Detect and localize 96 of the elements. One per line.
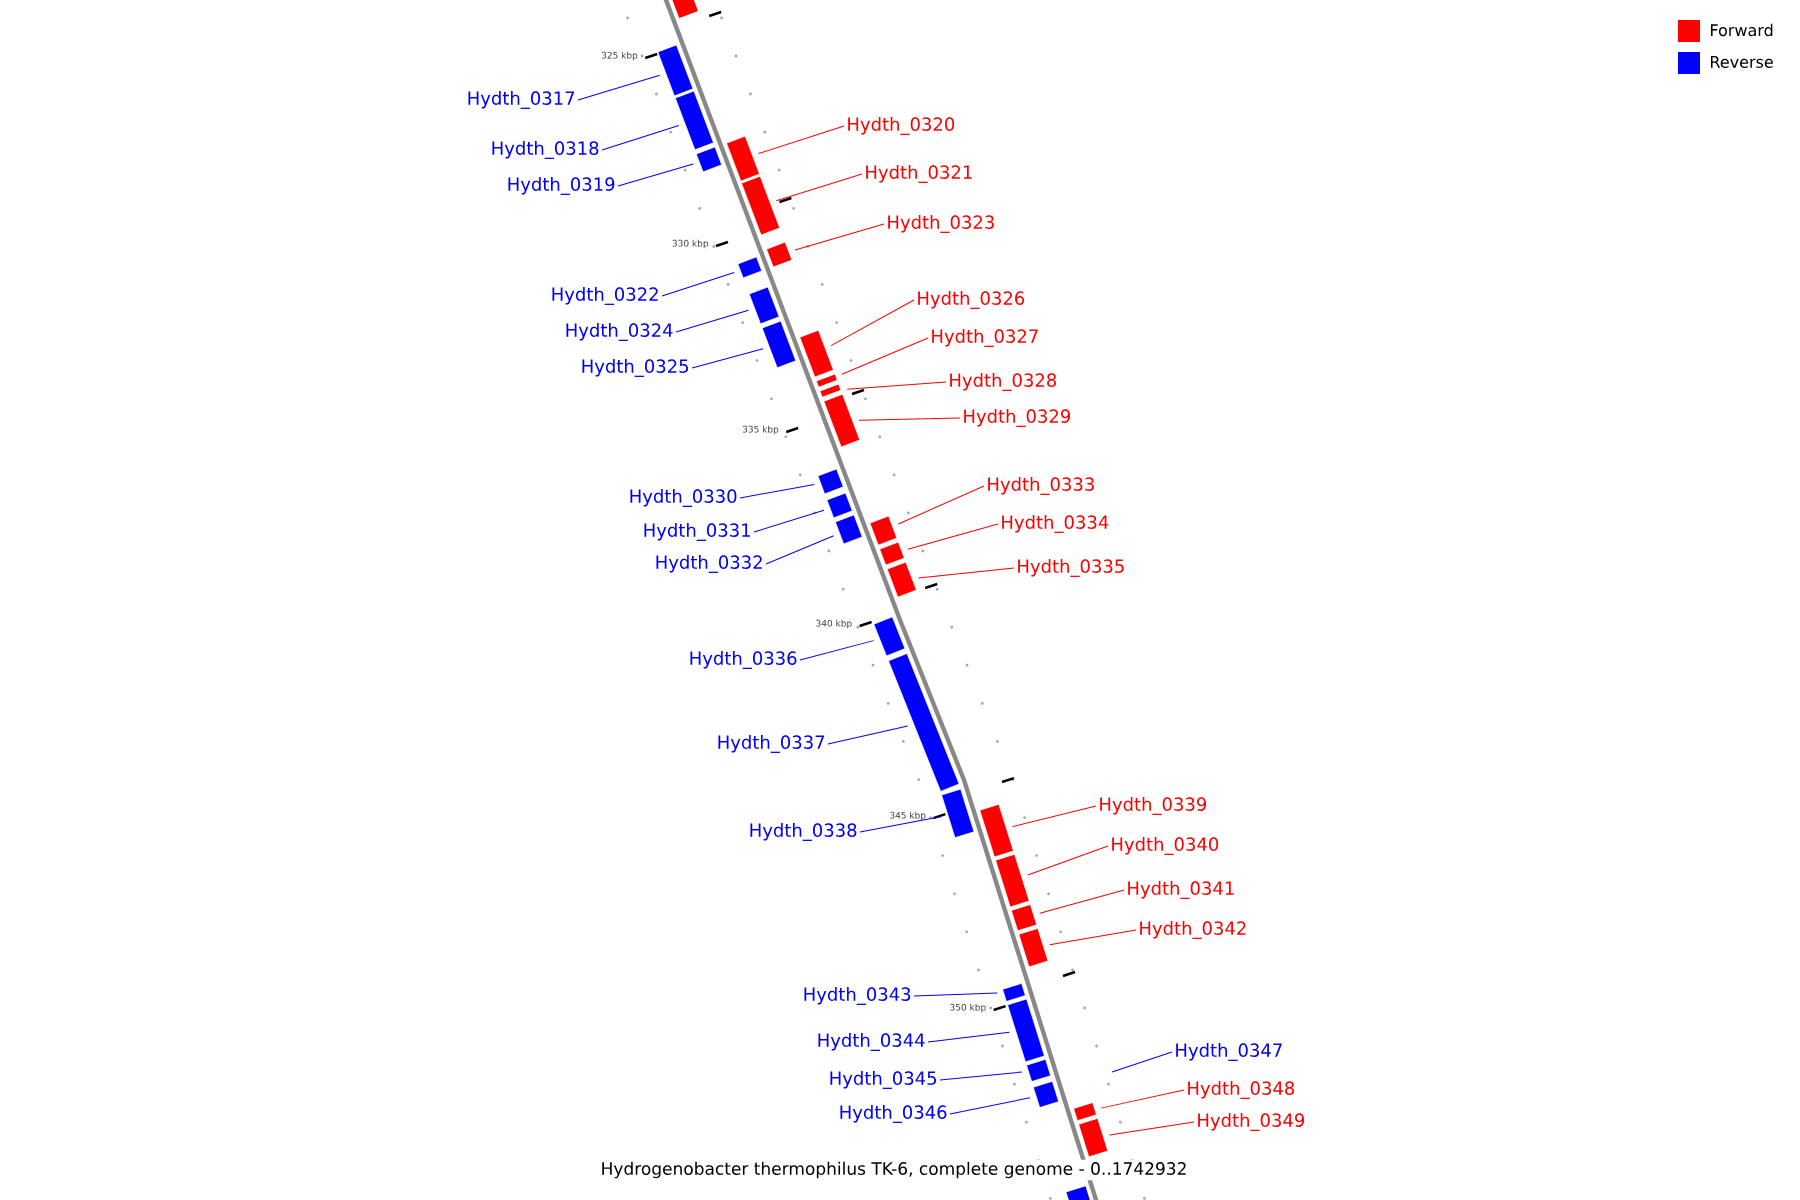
gene-label: Hydth_0323 bbox=[888, 215, 994, 233]
gene-label: Hydth_0348 bbox=[1188, 1081, 1295, 1099]
gene-label: Hydth_0347 bbox=[1176, 1043, 1282, 1061]
gene-block bbox=[726, 135, 760, 182]
gene-block bbox=[817, 468, 844, 495]
gene-block bbox=[879, 541, 905, 566]
gene-block bbox=[741, 175, 781, 236]
gene-block bbox=[1018, 927, 1049, 968]
leader-line bbox=[691, 348, 764, 369]
leader-line bbox=[846, 381, 947, 390]
gene-block bbox=[888, 653, 960, 792]
gene-block bbox=[819, 383, 842, 398]
leader-line bbox=[675, 309, 749, 333]
gene-label: Hydth_0331 bbox=[644, 523, 750, 541]
gene-block bbox=[834, 514, 863, 545]
gene-label: Hydth_0340 bbox=[1112, 837, 1219, 855]
gene-block bbox=[748, 286, 780, 325]
gene-label: Hydth_0338 bbox=[750, 823, 857, 841]
leader-line bbox=[927, 1031, 1011, 1043]
gene-label: Hydth_0318 bbox=[492, 141, 599, 159]
gene-label: Hydth_0345 bbox=[830, 1071, 937, 1089]
leader-line bbox=[577, 74, 661, 101]
leader-line bbox=[897, 485, 985, 525]
leader-line bbox=[949, 1097, 1031, 1115]
gene-block bbox=[695, 146, 723, 173]
gene-label: Hydth_0332 bbox=[656, 555, 762, 573]
leader-line bbox=[859, 816, 943, 833]
gene-label: Hydth_0334 bbox=[1002, 515, 1109, 533]
gene-block bbox=[1032, 1080, 1060, 1108]
leader-line bbox=[1111, 1051, 1173, 1073]
gene-block bbox=[979, 803, 1014, 858]
gene-label: Hydth_0330 bbox=[630, 489, 737, 507]
gene-label: Hydth_0321 bbox=[866, 165, 972, 183]
leader-line bbox=[1012, 805, 1097, 828]
leader-line bbox=[918, 567, 1015, 579]
gene-label: Hydth_0325 bbox=[582, 359, 689, 377]
leader-line bbox=[753, 509, 825, 533]
gene-block bbox=[737, 256, 763, 279]
gene-label: Hydth_0324 bbox=[566, 323, 673, 341]
leader-line bbox=[1039, 889, 1125, 914]
leader-line bbox=[1109, 1121, 1195, 1136]
leader-line bbox=[1100, 1089, 1185, 1109]
leader-line bbox=[830, 299, 915, 347]
gene-label: Hydth_0346 bbox=[840, 1105, 947, 1123]
leader-line bbox=[1027, 845, 1109, 876]
gene-label: Hydth_0342 bbox=[1140, 921, 1246, 939]
gene-block bbox=[761, 320, 797, 369]
leader-line bbox=[794, 223, 885, 251]
gene-label: Hydth_0333 bbox=[988, 477, 1094, 495]
gene-block bbox=[1073, 1102, 1097, 1122]
gene-label: Hydth_0319 bbox=[508, 177, 615, 195]
leader-line bbox=[1049, 929, 1137, 946]
gene-block bbox=[873, 616, 906, 657]
gene-block bbox=[766, 241, 793, 268]
gene-label: Hydth_0326 bbox=[918, 291, 1025, 309]
gene-block bbox=[674, 90, 714, 151]
gene-label: Hydth_0328 bbox=[950, 373, 1057, 391]
leader-line bbox=[858, 417, 961, 421]
leader-line bbox=[601, 124, 680, 151]
gene-block bbox=[1026, 1058, 1052, 1082]
leader-line bbox=[661, 272, 735, 297]
leader-line bbox=[913, 992, 998, 997]
leader-line bbox=[827, 725, 909, 745]
leader-line bbox=[758, 125, 845, 155]
gene-block bbox=[1010, 904, 1038, 932]
leader-line bbox=[617, 163, 694, 187]
gene-label: Hydth_0337 bbox=[718, 735, 825, 753]
gene-label: Hydth_0327 bbox=[932, 329, 1038, 347]
legend-label: Forward bbox=[1711, 23, 1773, 37]
leader-line bbox=[939, 1071, 1023, 1081]
gene-label: Hydth_0341 bbox=[1128, 881, 1234, 899]
legend-label: Reverse bbox=[1711, 56, 1773, 68]
gene-label: Hydth_0320 bbox=[848, 117, 955, 135]
gene-label: Hydth_0339 bbox=[1100, 797, 1207, 815]
gene-block bbox=[941, 788, 975, 839]
gene-label: Hydth_0329 bbox=[964, 409, 1071, 427]
gene-label: Hydth_0344 bbox=[818, 1033, 925, 1051]
gene-label: Hydth_0335 bbox=[1018, 559, 1124, 577]
gene-label: Hydth_0336 bbox=[690, 651, 797, 669]
gene-block bbox=[869, 515, 898, 546]
caption: Hydrogenobacter thermophilus TK-6, complete genome - 0..1742932 bbox=[598, 1159, 1190, 1181]
leader-line bbox=[775, 173, 863, 202]
gene-block bbox=[826, 492, 853, 519]
gene-label: Hydth_0343 bbox=[804, 987, 911, 1005]
leader-line bbox=[907, 523, 999, 550]
leader-line bbox=[841, 337, 929, 375]
gene-label: Hydth_0349 bbox=[1198, 1113, 1305, 1131]
gene-block bbox=[815, 373, 838, 388]
gene-label: Hydth_0317 bbox=[468, 91, 575, 109]
leader-line bbox=[799, 640, 874, 661]
gene-block bbox=[886, 561, 917, 598]
gene-block bbox=[1002, 982, 1026, 1002]
leader-line bbox=[765, 535, 835, 565]
leader-line bbox=[739, 483, 815, 499]
gene-block bbox=[657, 44, 694, 97]
gene-label: Hydth_0322 bbox=[552, 287, 658, 305]
